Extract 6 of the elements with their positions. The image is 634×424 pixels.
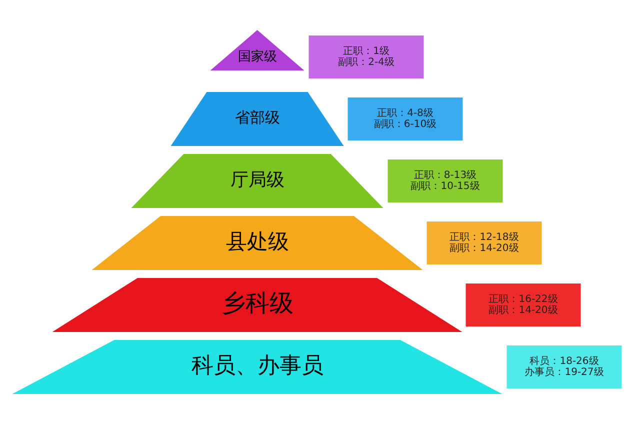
node-box: 正职：12-18级 副职：14-20级 [426, 222, 542, 264]
node-box: 正职：8-13级 副职：10-15级 [388, 160, 503, 202]
node-box: 正职：1级 副职：2-4级 [308, 36, 424, 78]
node-box: 正职：16-22级 副职：14-20级 [466, 284, 581, 326]
node-box: 科员：18-26级 办事员：19-27级 [506, 346, 622, 388]
node-box: 正职：4-8级 副职：6-10级 [348, 98, 463, 140]
